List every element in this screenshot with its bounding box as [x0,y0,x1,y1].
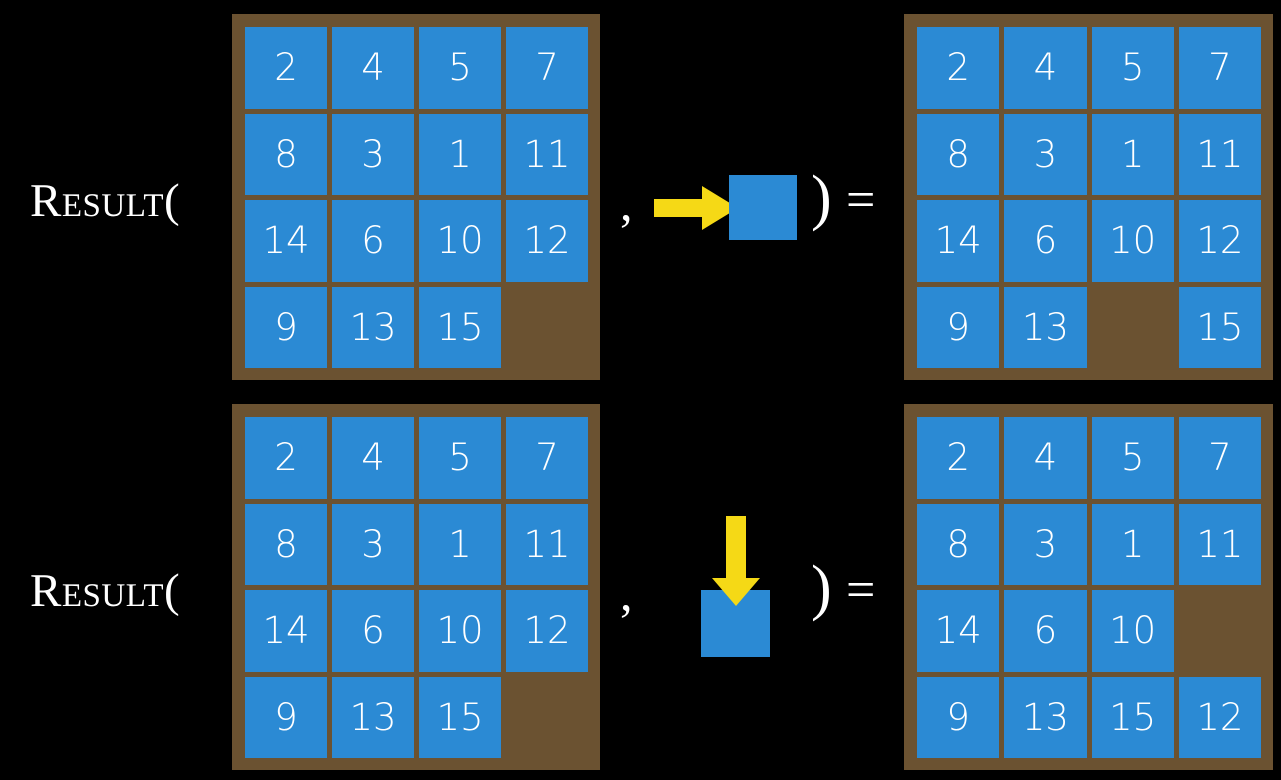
blank-tile [506,677,588,759]
tile[interactable]: 11 [1178,503,1261,585]
tile[interactable]: 11 [506,503,588,585]
arrow-down-icon [712,516,760,606]
tile[interactable]: 14 [245,200,327,282]
tile[interactable]: 6 [332,200,414,282]
tile[interactable]: 6 [1004,590,1087,672]
tile[interactable]: 5 [419,417,501,499]
blank-tile [506,287,588,369]
equals-sign-bottom: = [846,562,876,619]
tile[interactable]: 15 [1178,286,1261,368]
tile[interactable]: 5 [1091,417,1174,499]
tile[interactable]: 12 [1178,676,1261,758]
tile[interactable]: 13 [1004,676,1087,758]
input-board-top: 2 4 5 7 8 3 1 11 14 6 10 12 9 13 15 [232,14,600,380]
tile[interactable]: 15 [419,676,501,758]
equals-sign-top: = [846,172,876,229]
tile[interactable]: 12 [1178,200,1261,282]
tile[interactable]: 3 [332,113,414,195]
move-direction-square-top [729,175,797,240]
tile[interactable]: 6 [1004,200,1087,282]
tile[interactable]: 1 [1091,503,1174,585]
tile[interactable]: 11 [1178,113,1261,195]
tile[interactable]: 9 [917,676,1000,758]
tile[interactable]: 3 [332,503,414,585]
blank-tile [1092,287,1174,369]
tile[interactable]: 7 [506,417,588,499]
paren-close-bottom: ) [811,554,832,622]
argument-separator-comma-bottom: , [620,565,633,621]
equation-row-top: Result( 2 4 5 7 8 3 1 11 14 6 10 12 9 13… [30,14,1273,380]
tile[interactable]: 8 [917,113,1000,195]
tile[interactable]: 15 [1091,676,1174,758]
tile[interactable]: 1 [1091,113,1174,195]
tile[interactable]: 4 [1004,417,1087,499]
tile[interactable]: 14 [245,590,327,672]
tile[interactable]: 8 [245,113,327,195]
result-function-label-bottom: Result( [30,565,181,617]
tile[interactable]: 3 [1004,113,1087,195]
output-board-grid-top: 2 4 5 7 8 3 1 11 14 6 10 12 9 13 15 [917,27,1261,368]
tile[interactable]: 9 [917,286,1000,368]
tile[interactable]: 14 [917,590,1000,672]
argument-separator-comma-top: , [620,175,633,231]
tile[interactable]: 8 [245,503,327,585]
blank-tile [1179,590,1261,672]
tile[interactable]: 2 [917,27,1000,109]
tile[interactable]: 4 [332,27,414,109]
output-board-top: 2 4 5 7 8 3 1 11 14 6 10 12 9 13 15 [904,14,1273,380]
tile[interactable]: 7 [506,27,588,109]
tile[interactable]: 15 [419,286,501,368]
tile[interactable]: 4 [332,417,414,499]
tile[interactable]: 5 [1091,27,1174,109]
tile[interactable]: 11 [506,113,588,195]
tile[interactable]: 9 [245,676,327,758]
input-board-bottom: 2 4 5 7 8 3 1 11 14 6 10 12 9 13 15 [232,404,600,770]
tile[interactable]: 8 [917,503,1000,585]
output-board-bottom: 2 4 5 7 8 3 1 11 14 6 10 9 13 15 12 [904,404,1273,770]
tile[interactable]: 7 [1178,27,1261,109]
tile[interactable]: 13 [1004,286,1087,368]
output-board-grid-bottom: 2 4 5 7 8 3 1 11 14 6 10 9 13 15 12 [917,417,1261,758]
tile[interactable]: 5 [419,27,501,109]
tile[interactable]: 10 [419,590,501,672]
result-function-label-top: Result( [30,175,181,227]
tile[interactable]: 1 [419,503,501,585]
input-board-grid-bottom: 2 4 5 7 8 3 1 11 14 6 10 12 9 13 15 [245,417,588,758]
tile[interactable]: 6 [332,590,414,672]
tile[interactable]: 2 [917,417,1000,499]
equation-row-bottom: Result( 2 4 5 7 8 3 1 11 14 6 10 12 9 13… [0,390,1281,780]
tile[interactable]: 7 [1178,417,1261,499]
paren-close-top: ) [811,164,832,232]
tile[interactable]: 12 [506,200,588,282]
tile[interactable]: 13 [332,286,414,368]
tile[interactable]: 10 [419,200,501,282]
tile[interactable]: 4 [1004,27,1087,109]
tile[interactable]: 13 [332,676,414,758]
tile[interactable]: 10 [1091,200,1174,282]
arrow-right-icon [654,186,738,230]
tile[interactable]: 12 [506,590,588,672]
tile[interactable]: 3 [1004,503,1087,585]
input-board-grid-top: 2 4 5 7 8 3 1 11 14 6 10 12 9 13 15 [245,27,588,368]
tile[interactable]: 2 [245,417,327,499]
tile[interactable]: 14 [917,200,1000,282]
tile[interactable]: 9 [245,286,327,368]
tile[interactable]: 10 [1091,590,1174,672]
tile[interactable]: 2 [245,27,327,109]
tile[interactable]: 1 [419,113,501,195]
